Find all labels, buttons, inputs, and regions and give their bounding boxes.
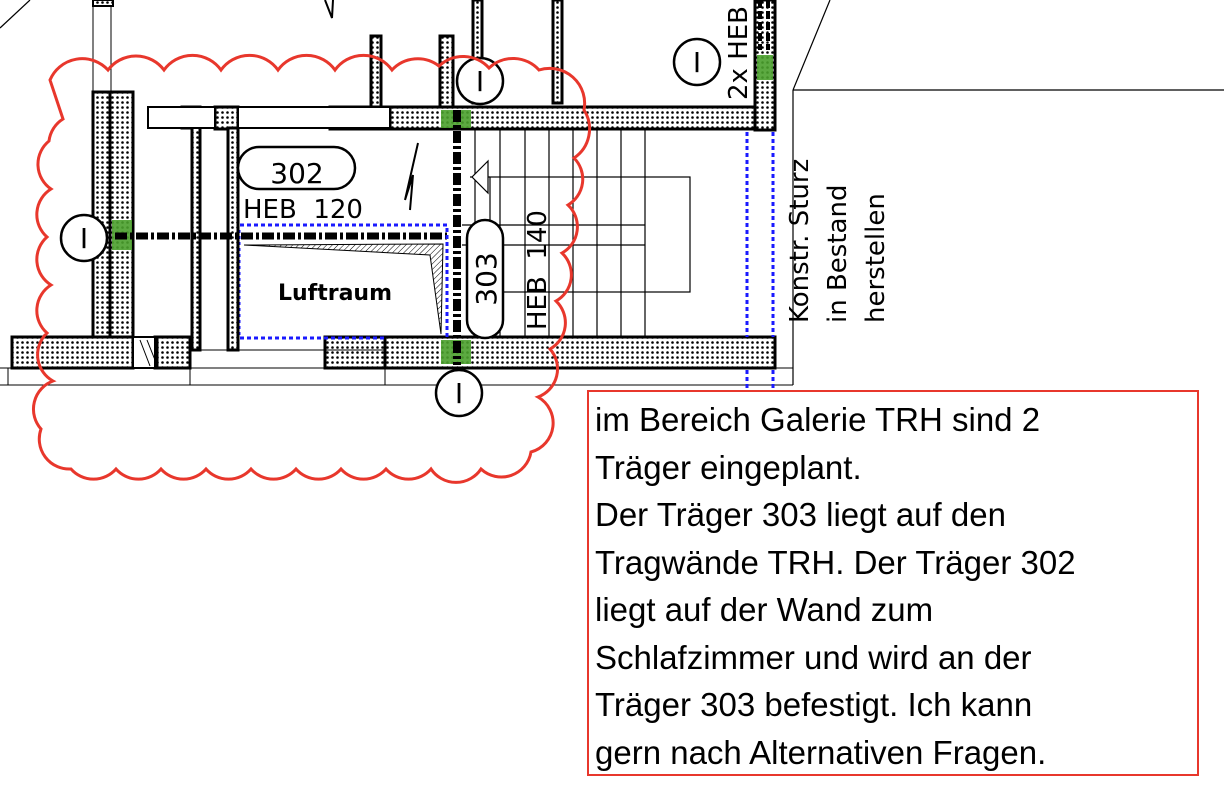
- side-note-line-2: in Bestand: [823, 185, 853, 323]
- svg-text:I: I: [693, 46, 701, 79]
- section-marker: I: [672, 37, 722, 87]
- beam-303-tag: [465, 218, 505, 340]
- opening-outline: [240, 132, 775, 388]
- roof-line: [792, 0, 831, 91]
- svg-text:I: I: [455, 377, 463, 410]
- room-label: Luftraum: [278, 281, 392, 306]
- comment-line: Der Träger 303 liegt auf den: [595, 496, 1006, 533]
- section-marker: I: [455, 56, 505, 106]
- revision-cloud: [31, 53, 591, 484]
- comment-line: Tragwände TRH. Der Träger 302: [595, 543, 1076, 581]
- beam-top-right-profile: 2x HEB: [724, 6, 754, 100]
- comment-box[interactable]: im Bereich Galerie TRH sind 2 Träger ein…: [587, 390, 1199, 776]
- section-marker: I: [59, 213, 109, 263]
- beam-303-number: 303: [470, 252, 503, 305]
- comment-line: Träger 303 befestigt. Ich kann: [595, 686, 1033, 723]
- comment-line: Schlafzimmer und wird an der: [595, 638, 1032, 676]
- side-note-line-3: herstellen: [861, 193, 891, 323]
- comment-line: liegt auf der Wand zum: [595, 591, 934, 628]
- section-marker: I: [434, 368, 484, 418]
- comment-line: im Bereich Galerie TRH sind 2: [595, 401, 1041, 438]
- beam-302-number: 302: [270, 157, 323, 190]
- comment-line: Träger eingeplant.: [595, 448, 862, 486]
- roof-line: [0, 0, 31, 29]
- side-note-line-1: Konstr. Sturz: [785, 159, 815, 323]
- svg-text:I: I: [80, 222, 88, 255]
- svg-text:I: I: [476, 65, 484, 98]
- beam-302-tag: [236, 145, 357, 191]
- comment-line: gern nach Alternativen Fragen.: [595, 733, 1047, 771]
- beam-303-profile: HEB 140: [523, 210, 553, 330]
- beam-302-profile: HEB 120: [243, 195, 363, 225]
